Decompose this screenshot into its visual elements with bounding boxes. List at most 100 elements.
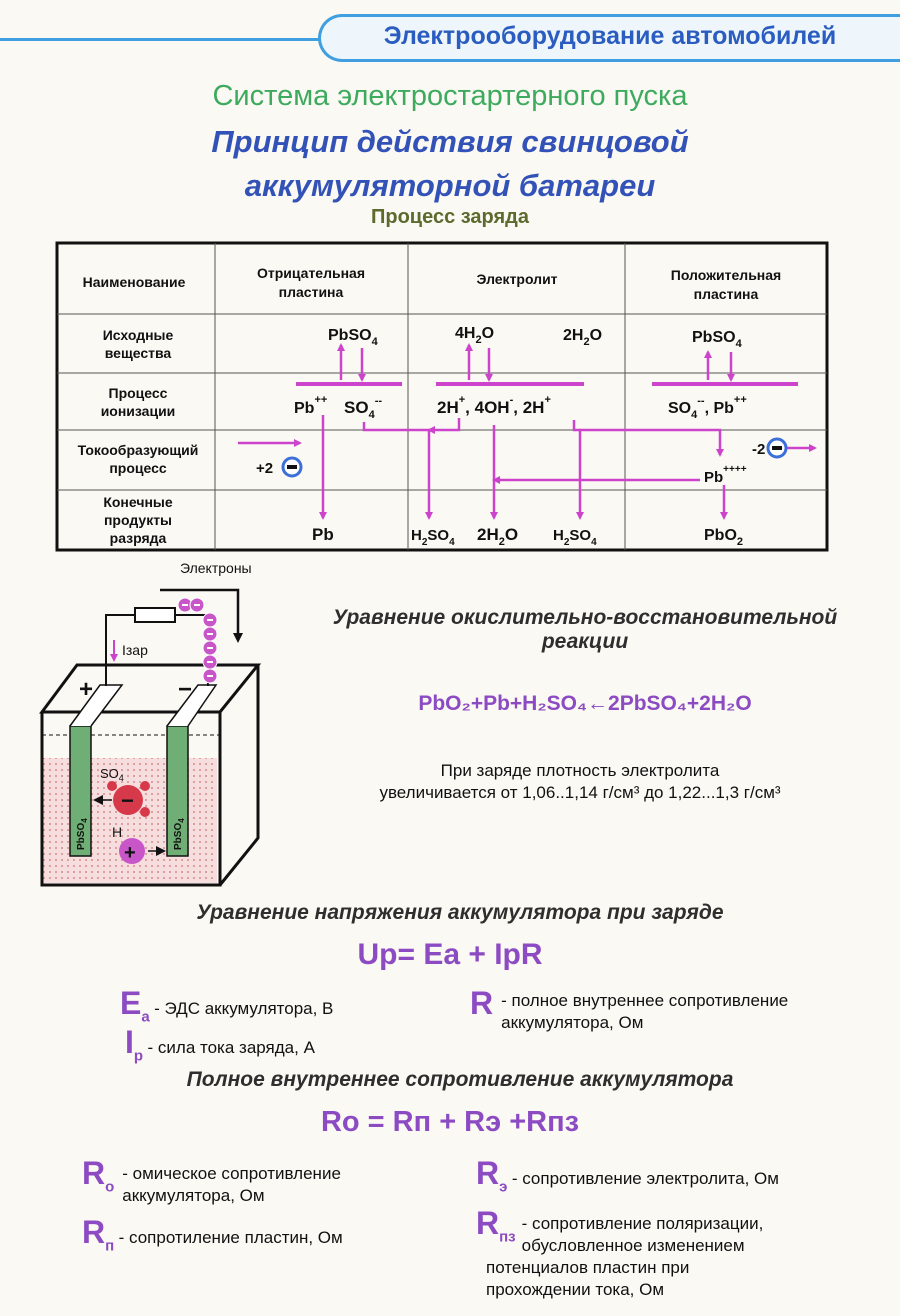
- banner-title: Электрооборудование автомобилей: [383, 22, 837, 50]
- row3-l1: Токообразующий: [78, 442, 199, 458]
- h-label: H: [112, 824, 122, 840]
- redox-equation: PbO₂+Pb+H₂SO₄←2PbSO₄+2H₂O: [418, 692, 752, 715]
- plus-terminal: +: [79, 676, 93, 703]
- r-item: R - полное внутреннее сопротивление акку…: [470, 985, 890, 1034]
- electron-icon-pos: [766, 437, 788, 459]
- rp-symbol: Rп: [82, 1214, 115, 1255]
- main-title-line1: Принцип действия свинцовой: [211, 124, 689, 159]
- row1-l2: вещества: [105, 345, 172, 361]
- electrons-label: Электроны: [180, 560, 252, 576]
- system-title: Система электростартерного пуска: [212, 80, 688, 112]
- ea-item: Eа - ЭДС аккумулятора, В: [120, 985, 333, 1025]
- voltage-heading: Уравнение напряжения аккумулятора при за…: [196, 901, 724, 924]
- reaction-arrows: [238, 343, 817, 520]
- col-neg-2: пластина: [279, 284, 344, 300]
- row4-l1: Конечные: [103, 494, 173, 510]
- main-title-line2: аккумуляторной батареи: [244, 168, 656, 203]
- r-desc: - полное внутреннее сопротивление аккуму…: [470, 985, 890, 1034]
- re-desc: - сопротивление электролита, Ом: [511, 1169, 779, 1188]
- neg-electrons: +2: [256, 460, 273, 477]
- neg-ion-pb: Pb++: [294, 394, 327, 417]
- col-pos-2: пластина: [694, 286, 759, 302]
- row4-l3: разряда: [110, 530, 167, 546]
- ea-desc: - ЭДС аккумулятора, В: [154, 999, 334, 1018]
- pos-pb4: Pb++++: [704, 464, 747, 486]
- process-table: Наименование Отрицательная пластина Элек…: [55, 241, 829, 552]
- redox-heading-line2: реакции: [541, 630, 629, 653]
- row2-l2: ионизации: [101, 403, 176, 419]
- r-desc-line1: - полное внутреннее сопротивление: [501, 991, 789, 1010]
- electron-chain: [177, 597, 218, 684]
- redox-heading: Уравнение окислительно-восстановительной…: [290, 606, 880, 654]
- neg-ion-so4: SO4--: [344, 395, 382, 421]
- so4-ion: −: [107, 781, 150, 817]
- resistance-heading: Полное внутреннее сопротивление аккумуля…: [186, 1068, 734, 1091]
- density-line1: При заряде плотность электролита: [440, 761, 720, 780]
- ip-desc: - сила тока заряда, А: [147, 1038, 315, 1057]
- minus-terminal: −: [178, 676, 192, 703]
- elec-final3: H2SO4: [553, 527, 597, 548]
- pos-electrons: -2: [752, 441, 765, 458]
- rpz-desc-line3: потенциалов пластин при: [486, 1258, 690, 1277]
- ro-desc-line1: - омическое сопротивление: [122, 1164, 341, 1183]
- elec-start2: 2H2O: [563, 327, 602, 348]
- header-banner: [318, 14, 900, 62]
- rpz-item: Rпз - сопротивление поляризации, обуслов…: [476, 1205, 896, 1301]
- elec-final1: H2SO4: [411, 527, 455, 548]
- rpz-desc-line4: прохождении тока, Ом: [486, 1280, 665, 1299]
- battery-case: [39, 663, 262, 887]
- col-name: Наименование: [83, 274, 186, 290]
- row2-l1: Процесс: [109, 385, 168, 401]
- voltage-formula: Uр= Eа + IрR: [357, 938, 543, 971]
- elec-start1: 4H2O: [455, 325, 494, 346]
- ea-symbol: Eа: [120, 985, 150, 1026]
- row3-l2: процесс: [109, 460, 167, 476]
- rpz-symbol: Rпз: [476, 1205, 516, 1246]
- rp-item: Rп - сопротиление пластин, Ом: [82, 1214, 462, 1254]
- col-pos-1: Положительная: [671, 267, 781, 283]
- plate-label-neg: PbSO4: [173, 818, 186, 850]
- resistor: [134, 607, 176, 623]
- row1-l1: Исходные: [103, 327, 174, 343]
- banner-line: [0, 38, 322, 41]
- re-item: Rэ - сопротивление электролита, Ом: [476, 1155, 896, 1195]
- electron-icon-neg: [281, 456, 303, 478]
- density-line2: увеличивается от 1,06..1,14 г/см³ до 1,2…: [379, 783, 781, 802]
- col-electrolyte: Электролит: [476, 271, 557, 287]
- svg-text:−: −: [121, 788, 134, 813]
- rpz-desc-line2: обусловленное изменением: [521, 1236, 745, 1255]
- electrolyte: [42, 758, 217, 883]
- pos-ions: SO4--, Pb++: [668, 394, 747, 421]
- redox-heading-line1: Уравнение окислительно-восстановительной: [332, 606, 838, 629]
- r-desc-line2: аккумулятора, Ом: [501, 1013, 644, 1032]
- resistance-formula: Rо = Rп + Rэ +Rпз: [320, 1106, 580, 1138]
- neg-final: Pb: [312, 525, 334, 544]
- current-label: Iзар: [122, 642, 148, 658]
- so4-label: SO4: [100, 766, 124, 783]
- table-frame: [55, 241, 829, 552]
- row4-l2: продукты: [104, 512, 172, 528]
- plate-label-pos: PbSO4: [76, 818, 89, 850]
- svg-text:+: +: [124, 842, 136, 864]
- neg-start: PbSO4: [328, 327, 379, 348]
- ip-item: Iр - сила тока заряда, А: [125, 1024, 315, 1064]
- main-title: Принцип действия свинцовой аккумуляторно…: [0, 120, 900, 208]
- battery-diagram: PbSO4 PbSO4 Электроны Iзар + − SO4 − H +: [39, 560, 262, 887]
- elec-final2: 2H2O: [477, 525, 518, 548]
- h-ion: +: [119, 838, 145, 864]
- ionization-bars: [296, 382, 798, 386]
- density-note: При заряде плотность электролита увеличи…: [300, 760, 860, 804]
- pos-final: PbO2: [704, 527, 743, 548]
- re-symbol: Rэ: [476, 1155, 508, 1196]
- rpz-desc-line1: - сопротивление поляризации,: [521, 1214, 764, 1233]
- process-title: Процесс заряда: [370, 206, 529, 228]
- rp-desc: - сопротиление пластин, Ом: [118, 1228, 343, 1247]
- r-symbol: R: [470, 985, 494, 1021]
- ip-symbol: Iр: [125, 1024, 144, 1065]
- pos-start: PbSO4: [692, 329, 743, 350]
- rpz-desc: - сопротивление поляризации, обусловленн…: [476, 1205, 896, 1301]
- col-neg-1: Отрицательная: [257, 265, 365, 281]
- ro-symbol: Rо: [82, 1155, 115, 1196]
- ro-desc: - омическое сопротивление аккумулятора, …: [82, 1155, 462, 1207]
- ro-item: Rо - омическое сопротивление аккумулятор…: [82, 1155, 462, 1207]
